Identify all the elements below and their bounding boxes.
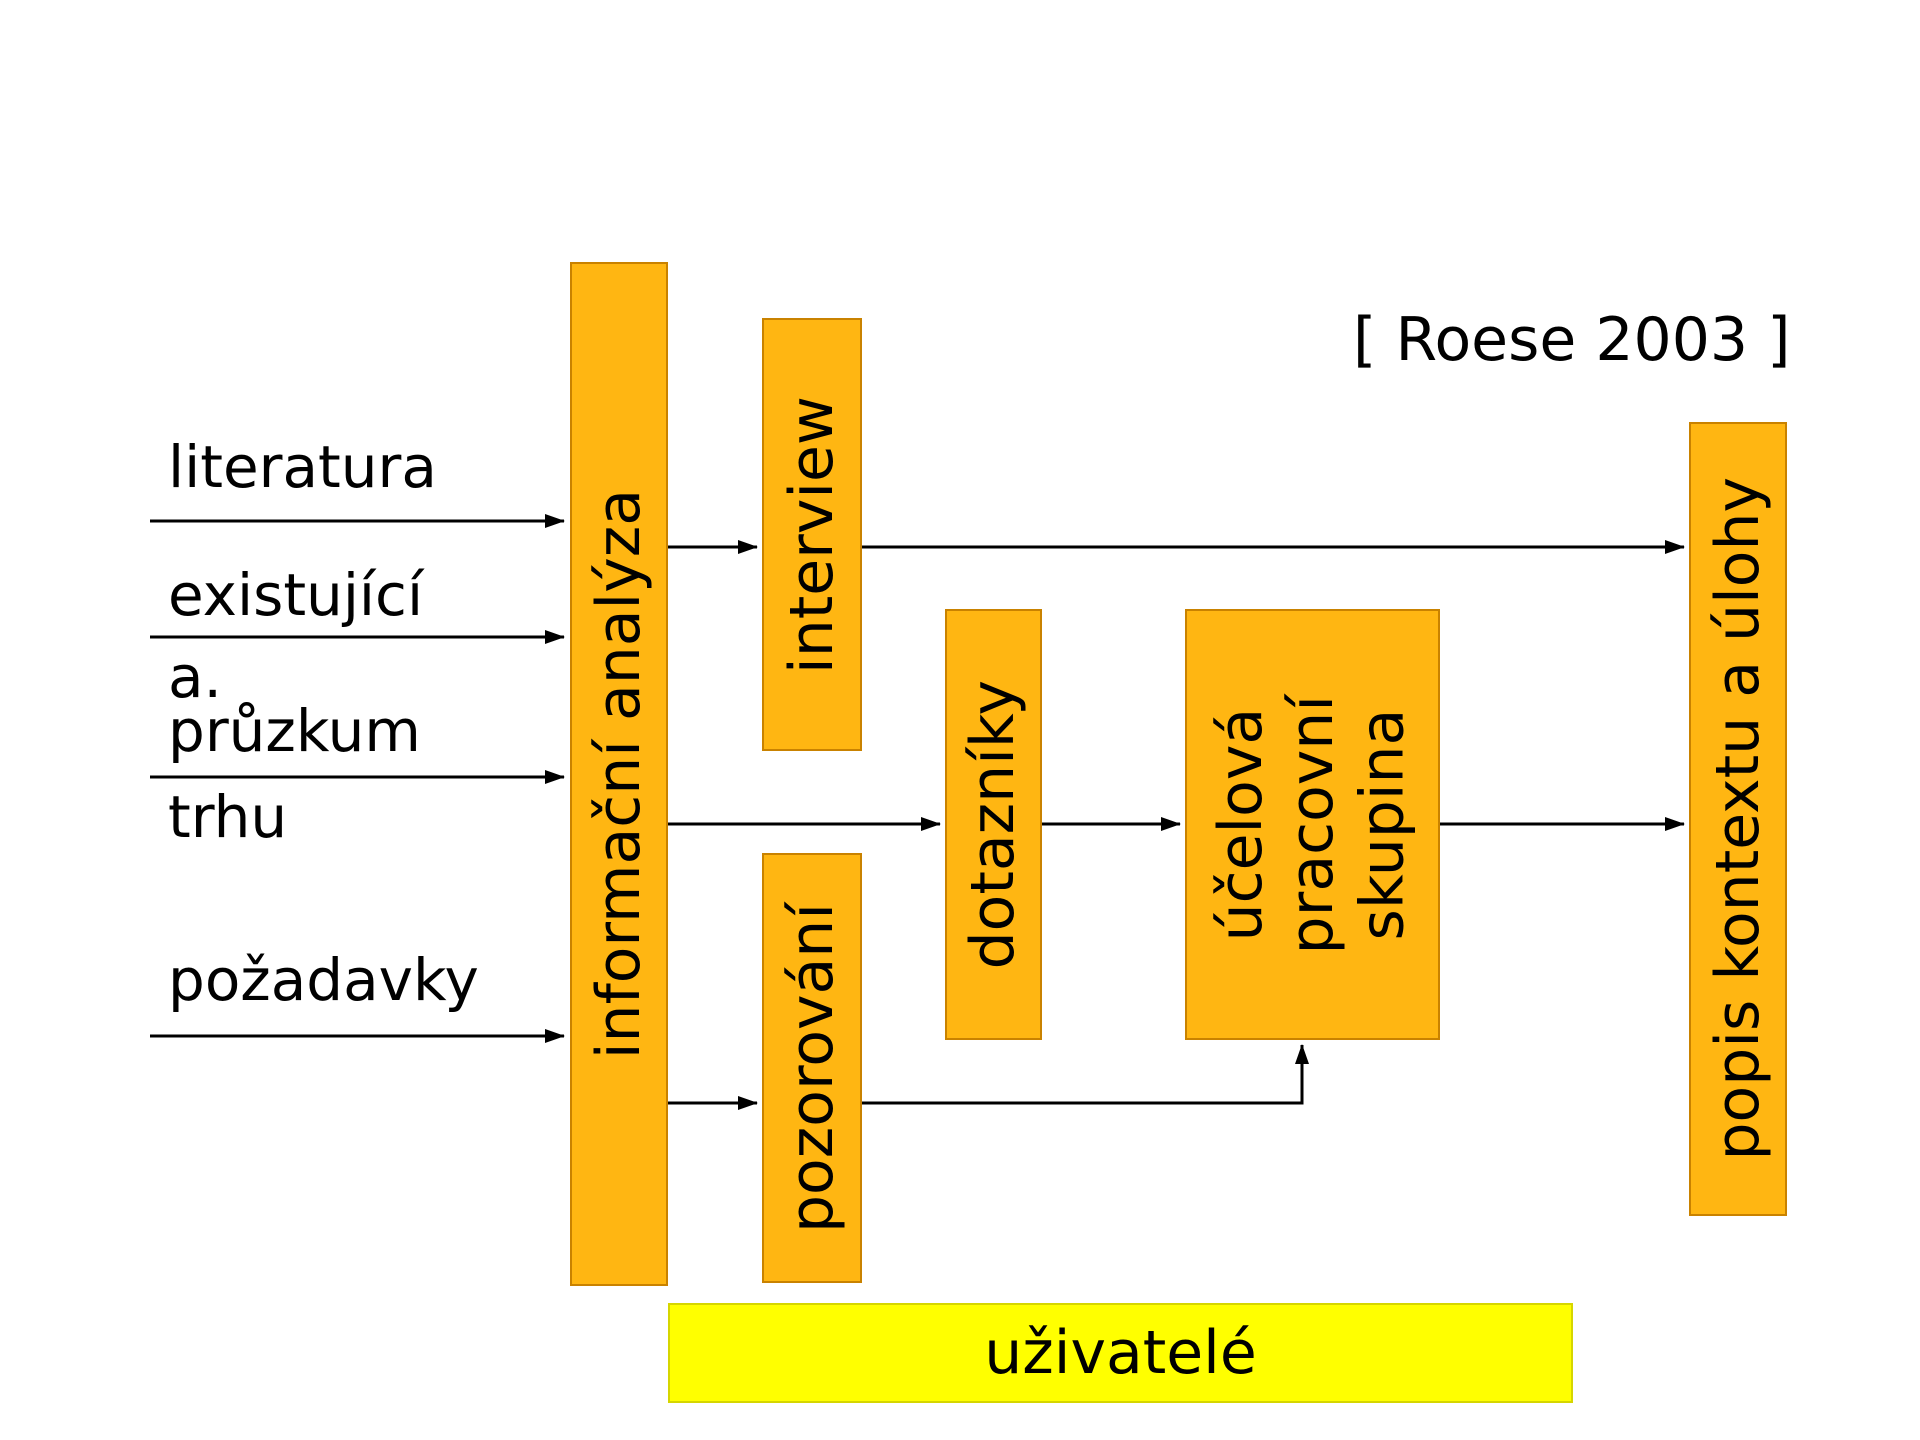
label-pruzkum-line1: průzkum: [168, 697, 421, 765]
label-pozadavky: požadavky: [168, 946, 479, 1014]
label-pruzkum-line2: trhu: [168, 783, 288, 851]
node-dotazniky: dotazníky: [945, 609, 1042, 1040]
arrow-pozorovani-to-ucelova: [862, 1044, 1309, 1105]
node-interview-label: interview: [776, 395, 847, 674]
node-ucelova-skupina: účelová pracovní skupina: [1185, 609, 1440, 1040]
node-pozorovani: pozorování: [762, 853, 862, 1283]
citation-roese: [ Roese 2003 ]: [1353, 305, 1791, 375]
node-ucelova-skupina-label: účelová pracovní skupina: [1206, 694, 1418, 955]
node-popis-kontextu: popis kontextu a úlohy: [1689, 422, 1787, 1216]
node-uzivatele-label: uživatelé: [984, 1318, 1257, 1388]
node-uzivatele: uživatelé: [668, 1303, 1573, 1403]
label-existujici-line2: a.: [168, 643, 222, 711]
node-pozorovani-label: pozorování: [776, 902, 847, 1234]
node-interview: interview: [762, 318, 862, 751]
node-popis-kontextu-label: popis kontextu a úlohy: [1702, 477, 1773, 1161]
node-dotazniky-label: dotazníky: [958, 679, 1029, 970]
node-informacni-analyza: informační analýza: [570, 262, 668, 1286]
label-existujici-line1: existující: [168, 561, 424, 629]
node-informacni-analyza-label: informační analýza: [583, 488, 654, 1060]
label-literatura: literatura: [168, 433, 437, 501]
